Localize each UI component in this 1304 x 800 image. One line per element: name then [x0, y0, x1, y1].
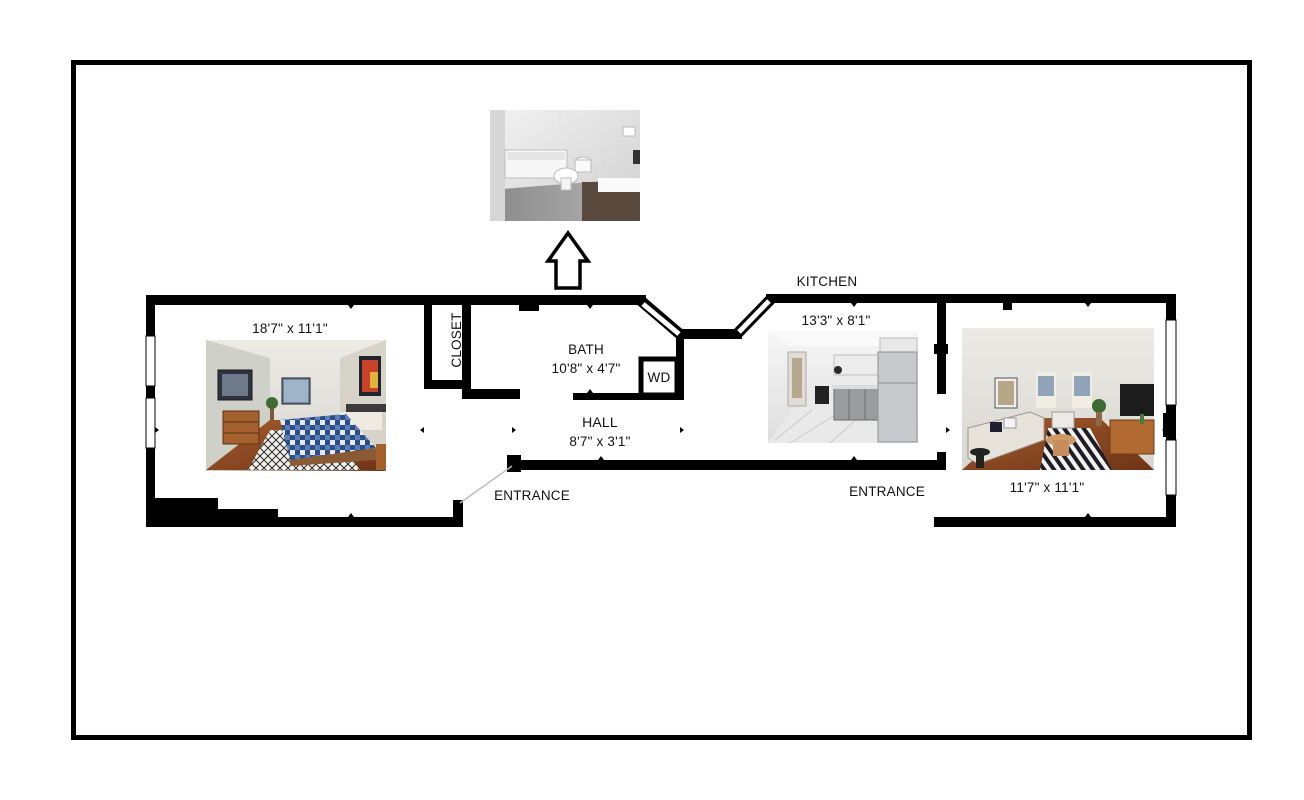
bedroom-dims: 18'7" x 11'1" — [252, 321, 328, 336]
living-dims: 11'7" x 11'1" — [1010, 480, 1085, 495]
wd-label: WD — [648, 370, 671, 385]
page-frame — [71, 60, 1252, 740]
kitchen-label: KITCHEN — [797, 274, 858, 289]
closet-label: CLOSET — [449, 312, 464, 367]
kitchen-photo — [768, 331, 918, 444]
bathroom-photo — [490, 110, 640, 221]
bath-dims: 10'8" x 4'7" — [552, 361, 621, 376]
entrance-right-label: ENTRANCE — [849, 484, 925, 499]
kitchen-dims: 13'3" x 8'1" — [802, 313, 871, 328]
wall-windows — [145, 319, 1177, 496]
up-arrow-icon — [544, 229, 592, 290]
living-room-photo — [962, 328, 1155, 470]
hall-dims: 8'7" x 3'1" — [569, 434, 630, 449]
labels: 18'7" x 11'1" CLOSET BATH 10'8" x 4'7" W… — [252, 274, 1084, 503]
entrance-left-label: ENTRANCE — [494, 488, 570, 503]
angled-windows — [459, 294, 776, 504]
hall-label: HALL — [582, 414, 618, 430]
bedroom-photo — [206, 340, 386, 471]
dimension-markers — [155, 303, 1166, 517]
bath-label: BATH — [568, 342, 604, 357]
